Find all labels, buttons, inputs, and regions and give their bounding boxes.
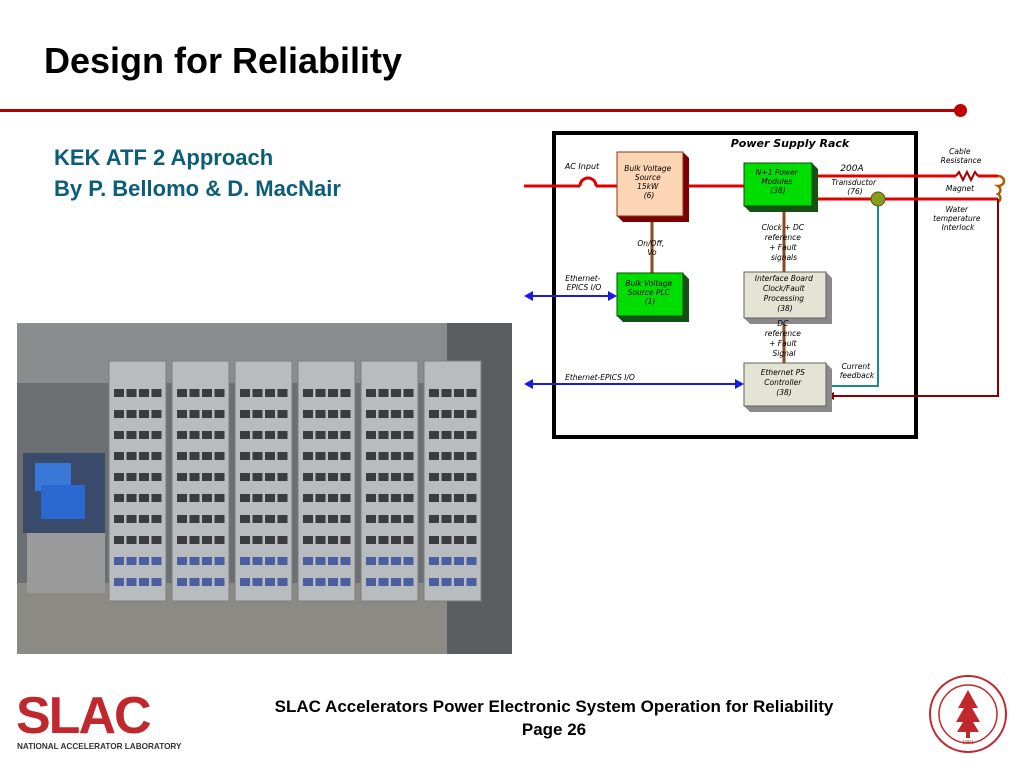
magnet-icon (993, 174, 1006, 204)
power-supply-diagram: Power Supply Rack AC Input Bulk Voltage … (524, 131, 1006, 439)
subtitle-line-2: By P. Bellomo & D. MacNair (54, 176, 341, 201)
slide-title: Design for Reliability (44, 40, 403, 81)
interface-board-box (743, 271, 827, 319)
bulk-voltage-plc-label: Bulk Voltage Source PLC (1) (625, 279, 674, 306)
ethernet-bottom-arrow-right (735, 379, 744, 389)
n1-power-modules-label: N+1 Power Modules (38) (756, 168, 800, 195)
n1-power-modules-box (743, 162, 813, 207)
slac-logo: SLAC NATIONAL ACCELERATOR LABORATORY (16, 687, 182, 751)
interlock-line (832, 199, 999, 397)
current-feedback-line (832, 206, 879, 387)
plc-shadow (617, 273, 689, 322)
svg-text:NATIONAL ACCELERATOR LABORATOR: NATIONAL ACCELERATOR LABORATORY (17, 742, 182, 751)
rack-title: Power Supply Rack (731, 137, 850, 150)
modules-shadow (744, 163, 818, 212)
power-supply-rack-photo (17, 323, 512, 654)
title-rule-dot (954, 104, 967, 117)
bulk-voltage-source-box (616, 151, 684, 217)
subtitle-line-1: KEK ATF 2 Approach (54, 145, 274, 170)
on-off-vo-label: On/Off, Vo (637, 239, 666, 257)
current-200a-label: 200A (840, 164, 863, 174)
ethernet-ps-controller-box (743, 362, 827, 407)
water-interlock-label: Water temperature Interlock (933, 205, 983, 232)
ethernet-epics-bottom-label: Ethernet-EPICS I/O (565, 373, 635, 382)
interface-board-label: Interface Board Clock/Fault Processing (… (755, 274, 816, 313)
bulk-voltage-source-label: Bulk Voltage Source 15kW (6) (624, 164, 673, 200)
svg-text:1891: 1891 (962, 740, 974, 746)
interface-shadow (744, 272, 832, 324)
current-feedback-label: Current feedback (840, 362, 875, 380)
controller-shadow (744, 363, 832, 412)
transductor-icon (870, 191, 886, 207)
ethernet-epics-top-label: Ethernet- EPICS I/O (565, 274, 603, 292)
footer-text-line-2: Page 26 (521, 720, 587, 739)
dc-ref-fault-label: DC reference + Fault Signal (765, 319, 804, 358)
ethernet-top-arrow-right (608, 291, 617, 301)
stanford-seal: 1891 (929, 675, 1007, 753)
clock-dc-ref-label: Clock + DC reference + Fault signals (762, 223, 807, 262)
ac-input-coil (578, 176, 598, 187)
magnet-label: Magnet (946, 184, 975, 193)
rack-cabinets (108, 360, 482, 602)
ethernet-bottom-arrow-left (524, 379, 533, 389)
footer-text-line-1: SLAC Accelerators Power Electronic Syste… (274, 697, 834, 716)
ethernet-top-arrow-left (524, 291, 533, 301)
transductor-label: Transductor (76) (832, 178, 879, 196)
ac-input-label: AC Input (564, 162, 600, 171)
cable-resistance-label: Cable Resistance (941, 147, 982, 165)
title-rule (0, 109, 960, 112)
resistor-gap (956, 172, 978, 180)
svg-text:SLAC: SLAC (16, 687, 151, 745)
resistor-icon (955, 169, 979, 183)
ethernet-ps-controller-label: Ethernet PS Controller (38) (761, 368, 808, 397)
bulk-voltage-plc-box (616, 272, 684, 317)
